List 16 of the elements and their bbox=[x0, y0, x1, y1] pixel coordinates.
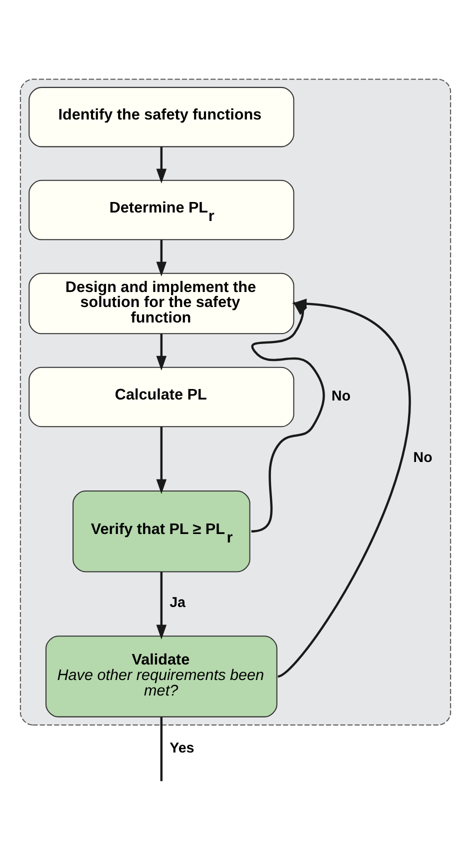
cluster bbox=[20, 78, 452, 726]
arrow bbox=[156, 572, 167, 640]
node-box: Calculate PL bbox=[28, 366, 294, 428]
edge-label: No bbox=[413, 450, 432, 466]
edge-label: Ja bbox=[170, 595, 186, 612]
connector bbox=[160, 716, 163, 782]
node-box: Identify the safety functions bbox=[28, 86, 294, 148]
arrow bbox=[156, 240, 167, 277]
edge-label: Yes bbox=[170, 740, 194, 756]
node-box: Validate Have other requirements been met? bbox=[45, 636, 278, 718]
arrow bbox=[156, 334, 167, 371]
arrow bbox=[156, 426, 167, 494]
edge-label: No bbox=[332, 388, 351, 404]
node-box: Design and implement the solution for the safety function bbox=[28, 272, 294, 334]
arrow bbox=[277, 298, 411, 678]
arrow bbox=[156, 146, 167, 184]
